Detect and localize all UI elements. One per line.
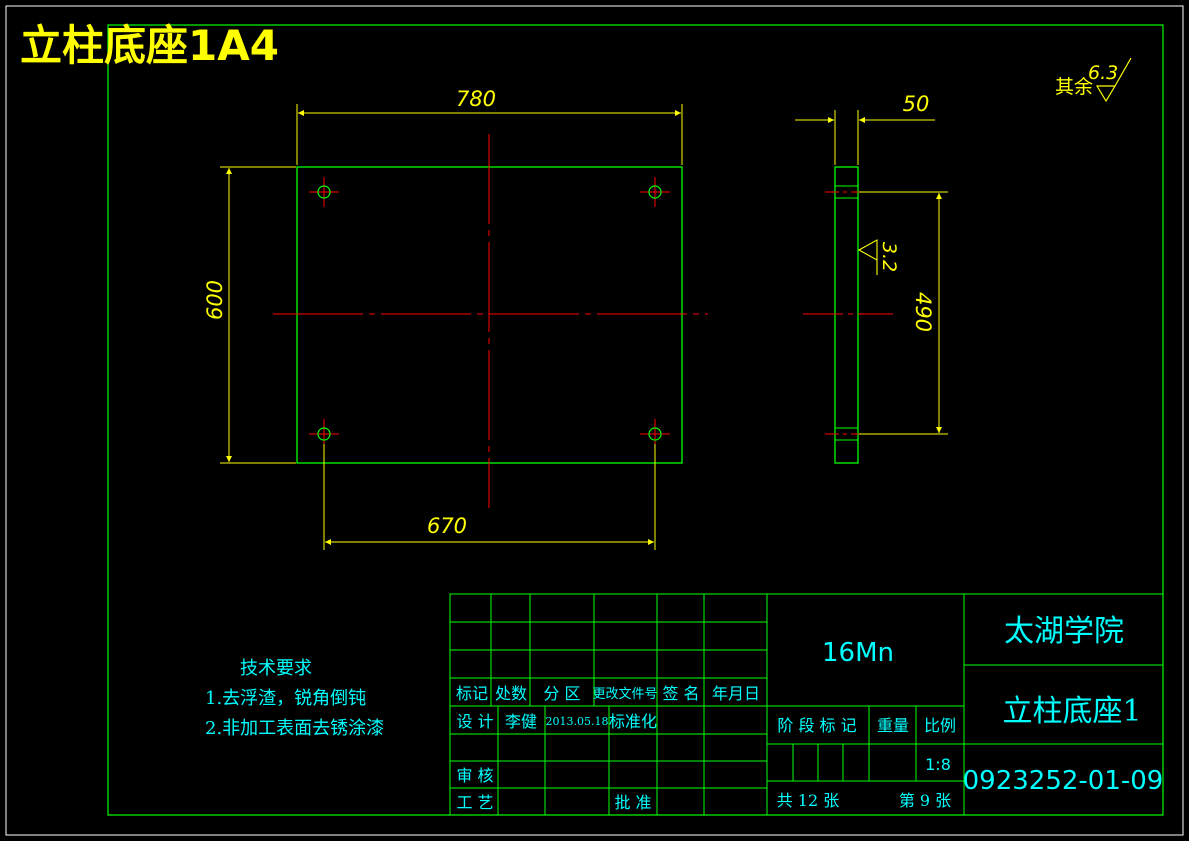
approve-label: 批 准 — [614, 793, 651, 812]
design-date: 2013.05.18 — [546, 715, 609, 728]
header-label: 处数 — [495, 684, 527, 703]
dimension-left-height: 600 — [203, 166, 296, 464]
scale-label: 比例 — [924, 716, 956, 735]
title-block-text: 标记 处数 分 区 更改文件号 签 名 年月日 设 计 李健 2013.05.1… — [456, 614, 1163, 812]
surface-finish-side: 3.2 — [857, 239, 900, 275]
tech-requirements: 技术要求 1.去浮渣，锐角倒钝 2.非加工表面去锈涂漆 — [205, 658, 384, 739]
dimension-side-hole-spacing: 490 — [859, 191, 948, 435]
surface-finish-side-value: 3.2 — [878, 242, 900, 272]
dimension-hole-spacing: 670 — [323, 444, 656, 550]
header-label: 分 区 — [543, 684, 580, 703]
side-view-outline — [834, 166, 859, 464]
dimension-top-width-value: 780 — [456, 87, 496, 111]
surface-finish-symbol-icon — [857, 239, 878, 275]
dimension-side-thickness: 50 — [795, 92, 935, 165]
material: 16Mn — [822, 638, 894, 668]
header-label: 年月日 — [712, 684, 760, 703]
dimension-left-height-value: 600 — [203, 280, 227, 320]
header-label: 标记 — [456, 684, 488, 703]
outer-border — [5, 5, 1184, 836]
dimension-side-hole-spacing-value: 490 — [911, 292, 935, 332]
tech-requirements-heading: 技术要求 — [240, 658, 312, 679]
stage-label: 阶 段 标 记 — [777, 716, 856, 735]
weight-label: 重量 — [877, 716, 909, 735]
surface-finish-other-label: 其余 — [1055, 76, 1093, 98]
sheet-number: 第 9 张 — [899, 791, 951, 810]
standardization-label: 标准化 — [609, 712, 657, 731]
total-sheets: 共 12 张 — [777, 791, 840, 810]
design-label: 设 计 — [456, 712, 493, 731]
drawing-title: 立柱底座1A4 — [20, 21, 279, 70]
side-view: 50 490 3.2 — [795, 92, 948, 464]
surface-finish-other-value: 6.3 — [1088, 62, 1118, 84]
front-view: 780 600 670 — [203, 87, 708, 550]
check-label: 审 核 — [456, 766, 493, 785]
surface-finish-symbol-icon — [1095, 57, 1132, 103]
process-label: 工 艺 — [456, 793, 493, 812]
header-label: 签 名 — [662, 684, 699, 703]
part-name: 立柱底座1 — [1002, 694, 1141, 729]
scale-value: 1:8 — [925, 755, 951, 774]
bolt-hole — [309, 177, 339, 207]
surface-finish-other: 其余 6.3 — [1055, 57, 1132, 103]
title-block — [449, 593, 1164, 816]
dimension-top-width: 780 — [296, 87, 683, 165]
tech-requirement-item: 2.非加工表面去锈涂漆 — [205, 718, 384, 739]
dimension-side-thickness-value: 50 — [903, 92, 930, 116]
header-label: 更改文件号 — [592, 687, 657, 702]
tech-requirement-item: 1.去浮渣，锐角倒钝 — [205, 688, 366, 709]
drawing-number: 0923252-01-09 — [963, 766, 1164, 796]
dimension-hole-spacing-value: 670 — [427, 514, 467, 538]
designer-name: 李健 — [505, 712, 537, 731]
bolt-hole — [640, 177, 670, 207]
institution-name: 太湖学院 — [1004, 614, 1124, 649]
